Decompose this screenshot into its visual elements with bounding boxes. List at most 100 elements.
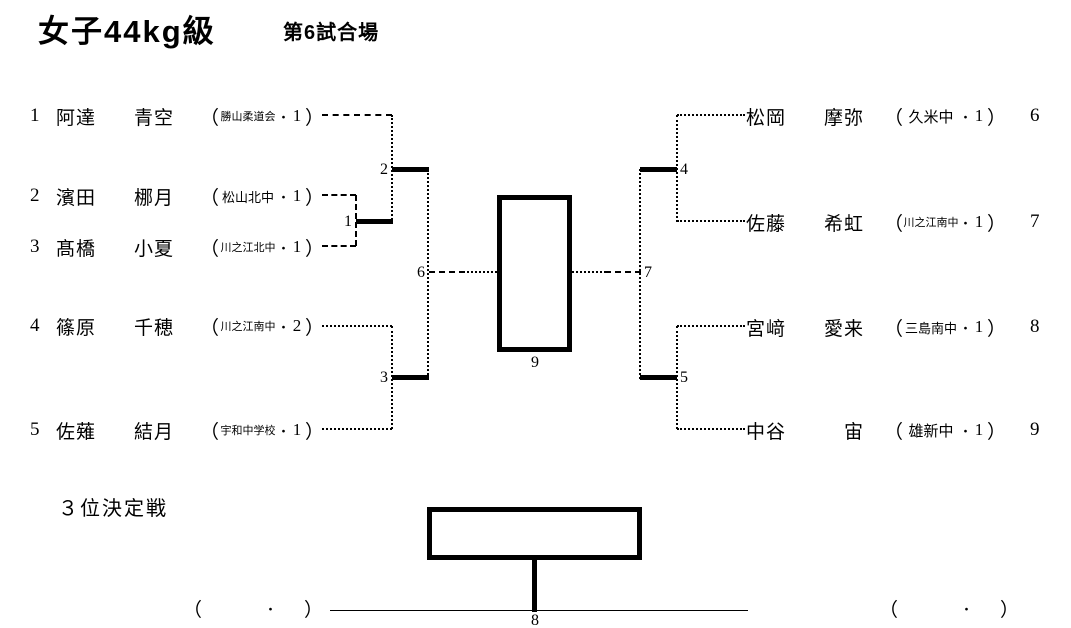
paren-open: （ [884,318,904,340]
paren-close: ） [305,421,325,443]
seed-number: 6 [1030,105,1040,126]
paren-open: （ [884,213,904,235]
family-name: 篠原 [56,317,97,339]
entry9-line [677,428,745,430]
separator-dot: ・ [277,109,291,125]
match3-winner-line [392,375,429,380]
match4-connector [676,115,678,222]
paren-close: ） [305,107,325,129]
entry1-line [322,114,392,116]
separator-dot: ・ [959,109,973,125]
third-place-label: ３位決定戦 [58,498,168,520]
given-name: 千穂 [133,317,174,339]
given-name: 小夏 [133,238,174,260]
seed-number: 3 [30,236,40,257]
family-name: 佐薙 [56,421,97,443]
paren-close: ） [987,421,1007,443]
grade-number: 1 [974,317,984,336]
paren-close: ） [1000,599,1020,621]
club-name: 三島南中 [905,320,958,336]
paren-open: （ [200,238,220,260]
seed-number: 5 [30,419,40,440]
entry3-line [322,245,356,247]
club-name: 松山北中 [222,189,275,205]
given-name: 梛月 [133,187,174,209]
match5-connector [676,326,678,429]
grade-number: 1 [292,106,302,125]
entry2-line [322,194,356,196]
third-place-left-slot: （ ・ ） [183,595,323,621]
match6-number: 6 [417,264,425,281]
match4-winner-line [640,167,677,172]
given-name: 結月 [133,421,174,443]
grade-number: 1 [974,420,984,439]
given-name: 摩弥 [823,107,864,129]
match6-line-dot [463,271,497,273]
separator-dot: ・ [959,215,973,231]
seed-number: 1 [30,105,40,126]
paren-open: （ [200,187,220,209]
paren-open: （ [884,421,904,443]
separator-dot: ・ [277,240,291,256]
grade-number: 1 [292,186,302,205]
family-name: 髙橋 [56,238,97,260]
grade-number: 2 [292,316,302,335]
club-name: 川之江南中 [903,217,959,229]
third-place-baseline [330,610,748,611]
paren-close: ） [987,107,1007,129]
match3-number: 3 [380,369,388,386]
third-place-box [427,507,642,560]
entry-row-1: 1 阿達 青空 （ 勝山柔道会 ・ 1 ） [30,103,324,129]
match5-winner-line [640,375,677,380]
entry8-line [677,325,745,327]
entry7-line [677,220,745,222]
paren-open: （ [200,421,220,443]
given-name: 愛来 [823,318,864,340]
match4-number: 4 [680,161,688,178]
third-place-stem [532,560,537,612]
grade-number: 1 [292,420,302,439]
seed-number: 9 [1030,419,1040,440]
paren-open: （ [200,107,220,129]
grade-number: 1 [292,237,302,256]
family-name: 佐藤 [746,213,787,235]
grade-number: 1 [974,212,984,231]
seed-number: 7 [1030,211,1040,232]
separator-dot: ・ [277,423,291,439]
separator-dot: ・ [959,320,973,336]
entry-row-9: 中谷 宙 （ 雄新中 ・ 1 ） 9 [746,417,1040,443]
club-name: 川之江南中 [220,321,276,333]
match8-number: 8 [531,612,539,628]
match6-line-dash [429,271,465,273]
match9-number: 9 [531,354,539,371]
separator-dot: ・ [959,423,973,439]
entry-row-6: 松岡 摩弥 （ 久米中 ・ 1 ） 6 [746,103,1040,129]
seed-number: 8 [1030,316,1040,337]
page-title: 女子44kg級 [38,14,216,49]
family-name: 濱田 [56,187,97,209]
venue-label: 第6試合場 [283,22,380,44]
separator-dot: ・ [960,601,974,617]
paren-close: ） [987,318,1007,340]
grade-number: 1 [974,106,984,125]
entry-row-7: 佐藤 希虹 （ 川之江南中 ・ 1 ） 7 [746,209,1040,235]
paren-open: （ [884,107,904,129]
match2-number: 2 [380,161,388,178]
separator-dot: ・ [277,319,291,335]
final-match-box [497,195,572,352]
paren-close: ） [987,213,1007,235]
match1-winner-line [356,219,393,224]
entry-row-4: 4 篠原 千穂 （ 川之江南中 ・ 2 ） [30,313,324,339]
entry-row-5: 5 佐薙 結月 （ 宇和中学校 ・ 1 ） [30,417,324,443]
club-name: 雄新中 [908,423,954,440]
given-name: 希虹 [823,213,864,235]
entry5-line [322,428,392,430]
family-name: 宮﨑 [746,318,787,340]
paren-close: ） [305,317,325,339]
entry-row-2: 2 濱田 梛月 （ 松山北中 ・ 1 ） [30,183,324,209]
paren-close: ） [305,187,325,209]
match2-winner-line [392,167,429,172]
match5-number: 5 [680,369,688,386]
seed-number: 2 [30,185,40,206]
